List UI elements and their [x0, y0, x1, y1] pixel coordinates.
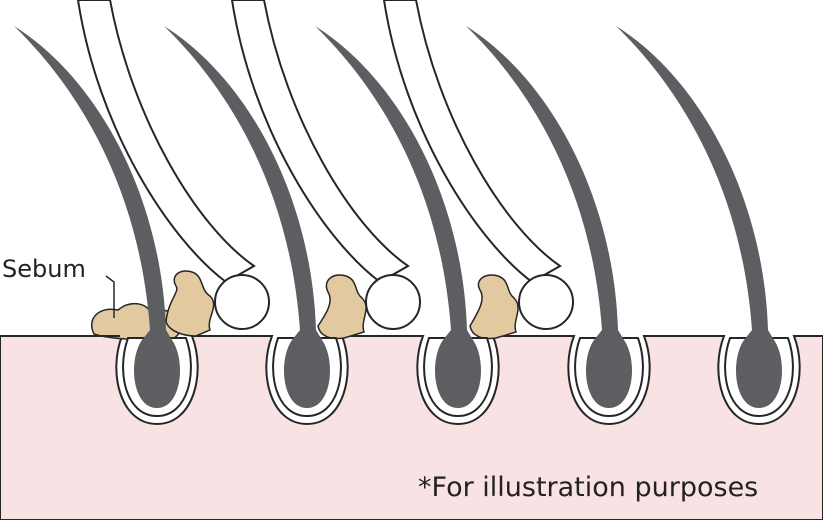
dark-hair-3: [315, 26, 481, 408]
skin-layer: [0, 335, 823, 520]
dark-hair-5: [616, 26, 782, 408]
sebum-leader-line: [105, 275, 115, 318]
sebum-deposit-2: [165, 270, 215, 337]
light-hair-bulb-2: [365, 274, 421, 330]
illustration-caption: *For illustration purposes: [418, 472, 758, 503]
light-hair-bulb-1: [214, 274, 270, 330]
dark-hair-4: [466, 26, 632, 408]
sebum-deposit-3: [317, 274, 367, 340]
light-hair-2: [230, 0, 410, 284]
light-hair-bulb-3: [518, 274, 574, 330]
dark-hair-1: [14, 26, 180, 408]
sebum-deposit-4: [469, 274, 519, 340]
light-hair-1: [76, 0, 256, 284]
sebum-label: Sebum: [2, 255, 86, 283]
dark-hair-2: [164, 26, 330, 408]
